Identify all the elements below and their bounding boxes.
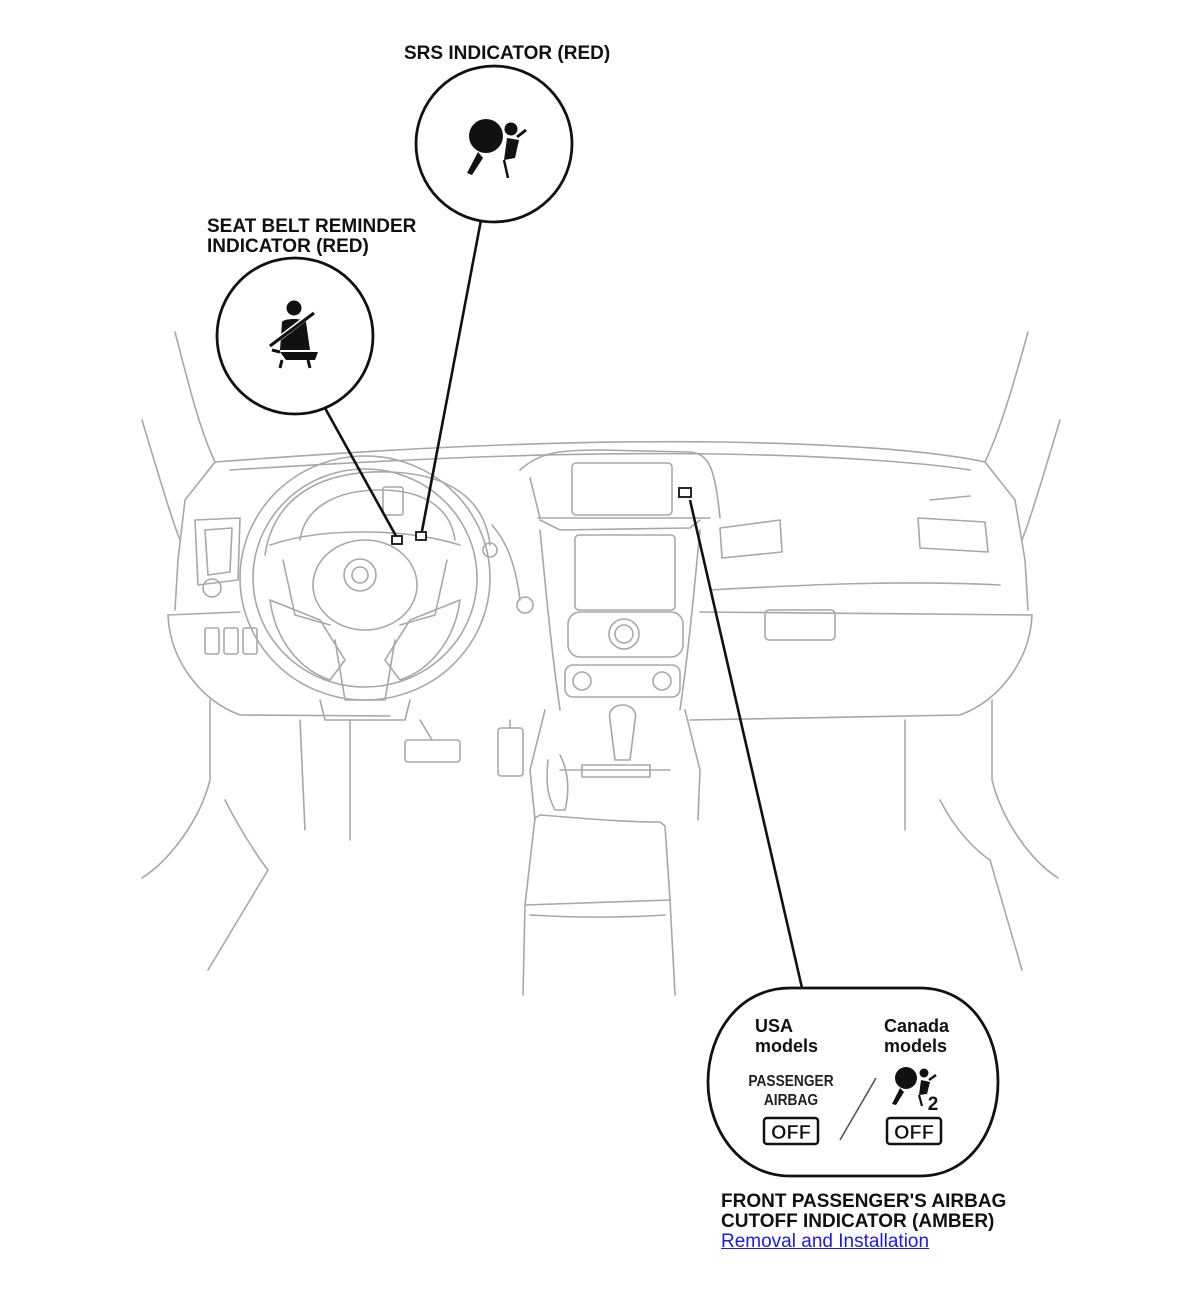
usa-off-box — [762, 1116, 820, 1146]
passenger-airbag-text-line2: AIRBAG — [764, 1091, 818, 1109]
passenger-airbag-indicator-location — [678, 487, 692, 498]
srs-indicator-location — [415, 531, 427, 541]
front-passenger-label-line1: FRONT PASSENGER'S AIRBAG — [721, 1191, 1007, 1212]
callout-divider — [839, 1077, 877, 1141]
passenger-airbag-icon — [892, 1067, 937, 1107]
front-passenger-airbag-label: FRONT PASSENGER'S AIRBAG CUTOFF INDICATO… — [721, 1192, 1006, 1232]
dashboard-drawing — [141, 331, 1061, 996]
canada-off-box — [885, 1116, 943, 1146]
canada-label-line1: Canada — [884, 1016, 950, 1036]
canada-label-line2: models — [884, 1036, 948, 1056]
seat-belt-label-line1: SEAT BELT REMINDER — [207, 216, 417, 237]
leader-lines — [323, 219, 804, 989]
seat-number-text: 2 — [928, 1094, 939, 1115]
airbag-icon — [467, 119, 527, 179]
canada-off-text: OFF — [894, 1122, 934, 1144]
usa-off-text: OFF — [771, 1122, 811, 1144]
removal-installation-link[interactable]: Removal and Installation — [721, 1231, 930, 1252]
seat-belt-indicator-label: SEAT BELT REMINDER INDICATOR (RED) — [207, 217, 416, 257]
seat-belt-icon — [269, 300, 318, 369]
usa-label-line1: USA — [755, 1016, 794, 1036]
srs-indicator-label-text: SRS INDICATOR (RED) — [404, 43, 611, 64]
canada-models-label: Canada models — [884, 1016, 949, 1056]
usa-label-line2: models — [755, 1036, 819, 1056]
srs-indicator-label: SRS INDICATOR (RED) — [404, 44, 610, 64]
seat-belt-label-line2: INDICATOR (RED) — [207, 236, 369, 257]
passenger-airbag-text-line1: PASSENGER — [748, 1072, 834, 1090]
seat-belt-indicator-location — [391, 535, 403, 545]
usa-models-label: USA models — [755, 1016, 818, 1056]
front-passenger-label-line2: CUTOFF INDICATOR (AMBER) — [721, 1211, 995, 1232]
